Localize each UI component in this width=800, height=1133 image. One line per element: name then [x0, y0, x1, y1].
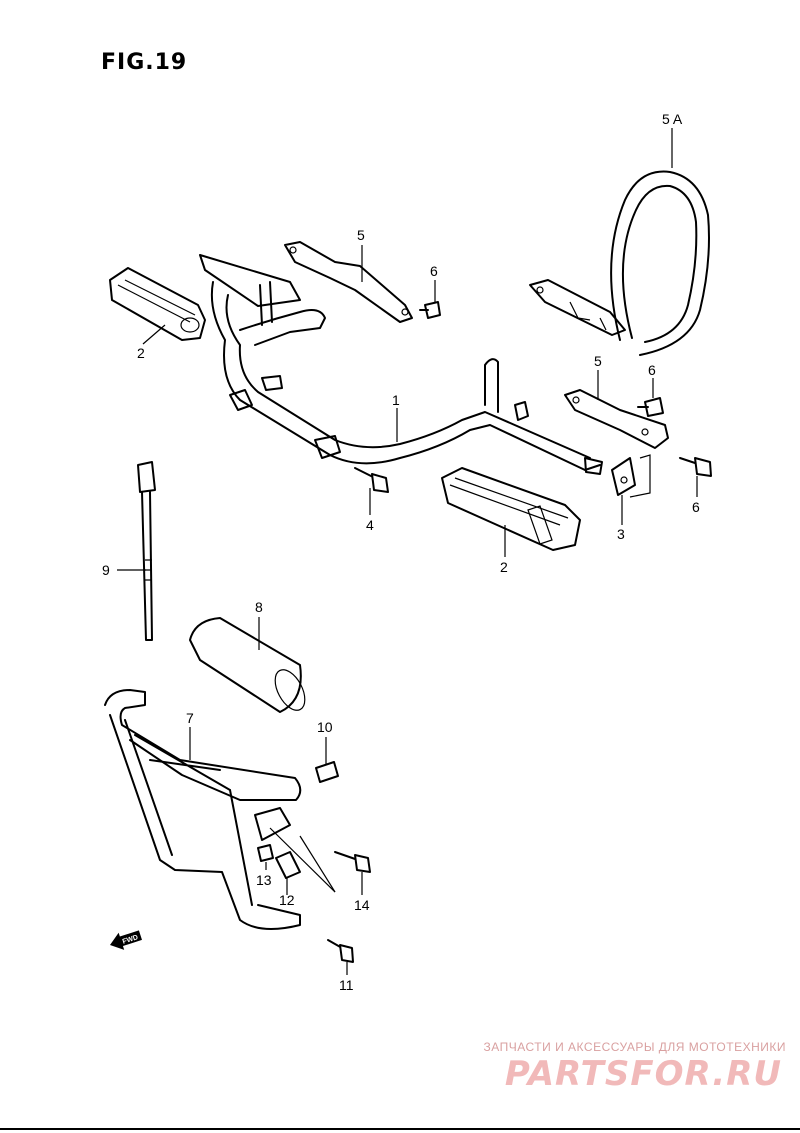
part-5A-guard-hoop [529, 170, 710, 356]
part-8-sleeve [189, 617, 306, 713]
label-part-10: 10 [317, 719, 333, 735]
label-part-6-b: 6 [648, 362, 656, 378]
label-part-7: 7 [186, 710, 194, 726]
label-part-6-a: 6 [430, 263, 438, 279]
part-1-footrest-bar [199, 254, 603, 475]
label-part-1: 1 [392, 392, 400, 408]
part-7-bumper-guard [104, 689, 302, 930]
figure-title: FIG.19 [101, 50, 188, 75]
part-3-bracket-plate [611, 454, 651, 498]
part-2-footpeg-right [441, 467, 581, 551]
label-part-14: 14 [354, 897, 370, 913]
label-part-3: 3 [617, 526, 625, 542]
label-part-4: 4 [366, 517, 374, 533]
part-5-bracket-lower [564, 389, 669, 449]
part-6-bolt-c [679, 457, 712, 477]
part-13-nut [257, 844, 274, 862]
label-part-8: 8 [255, 599, 263, 615]
leader-lines [117, 128, 698, 975]
part-10-grommet [315, 761, 339, 783]
label-part-5A: 5 A [662, 111, 683, 127]
label-part-13: 13 [256, 872, 272, 888]
part-6-bolt-b [637, 397, 664, 417]
bottom-border [0, 1128, 800, 1130]
part-14-bolt [334, 851, 371, 873]
fwd-arrow-icon: FWD [110, 930, 142, 950]
watermark-logo: PARTSFOR.RU [504, 1054, 782, 1094]
label-part-9: 9 [102, 562, 110, 578]
label-part-2-right: 2 [500, 559, 508, 575]
watermark-tagline: ЗАПЧАСТИ И АКСЕССУАРЫ ДЛЯ МОТОТЕХНИКИ [483, 1040, 786, 1054]
part-9-cable-strap [137, 461, 156, 641]
label-part-2-left: 2 [137, 345, 145, 361]
fwd-label: FWD [122, 934, 139, 946]
part-6-bolt-a [419, 301, 441, 319]
label-part-5-upper: 5 [357, 227, 365, 243]
part-11-bolt [327, 939, 354, 963]
label-part-11: 11 [339, 977, 354, 993]
label-part-12: 12 [279, 892, 295, 908]
part-5-bracket-upper [284, 241, 413, 323]
label-part-6-c: 6 [692, 499, 700, 515]
label-part-5-lower: 5 [594, 353, 602, 369]
part-4-bolt [354, 467, 389, 493]
part-2-footpeg-left [109, 267, 206, 341]
part-12-spacer [275, 851, 301, 879]
